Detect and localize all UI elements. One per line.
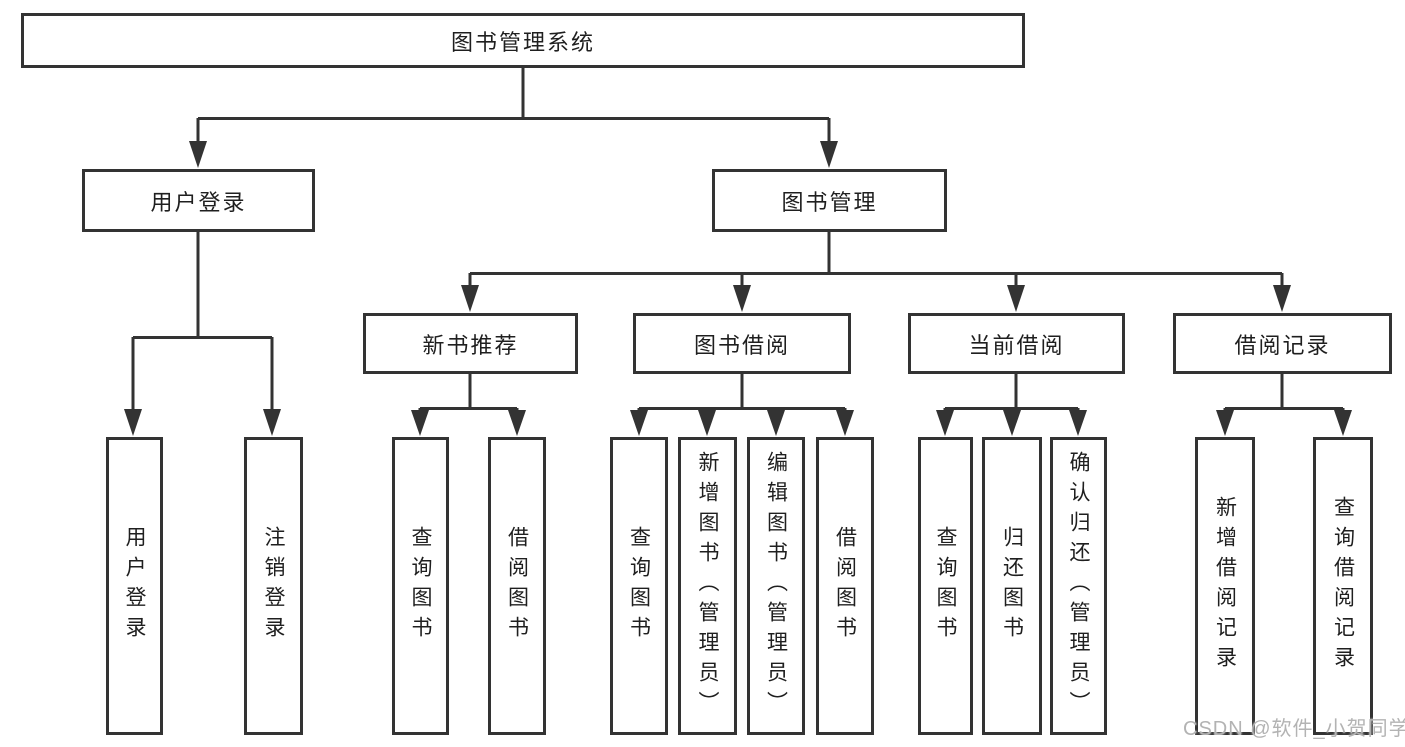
leaf-user-login: 用户登录	[106, 437, 163, 735]
leaf-borrowing-edit-books-admin: 编辑图书（管理员）	[747, 437, 805, 735]
node-library-management-system: 图书管理系统	[21, 13, 1025, 68]
node-book-borrowing: 图书借阅	[633, 313, 851, 374]
node-borrowing-records: 借阅记录	[1173, 313, 1392, 374]
leaf-borrowing-add-books-admin: 新增图书（管理员）	[678, 437, 737, 735]
leaf-records-add-borrow-record: 新增借阅记录	[1195, 437, 1255, 735]
leaf-records-query-borrow-record: 查询借阅记录	[1313, 437, 1373, 735]
leaf-borrowing-query-books: 查询图书	[610, 437, 668, 735]
leaf-newbook-query-books: 查询图书	[392, 437, 449, 735]
watermark-text: CSDN @软件_小贺同学	[1183, 718, 1405, 740]
node-user-login: 用户登录	[82, 169, 315, 232]
leaf-newbook-borrow-books: 借阅图书	[488, 437, 546, 735]
leaf-current-confirm-return-admin: 确认归还（管理员）	[1050, 437, 1107, 735]
node-new-book-recommendation: 新书推荐	[363, 313, 578, 374]
leaf-logout: 注销登录	[244, 437, 303, 735]
leaf-current-return-books: 归还图书	[982, 437, 1042, 735]
node-current-borrowing: 当前借阅	[908, 313, 1125, 374]
leaf-borrowing-borrow-books: 借阅图书	[816, 437, 874, 735]
node-book-management: 图书管理	[712, 169, 947, 232]
leaf-current-query-books: 查询图书	[918, 437, 973, 735]
